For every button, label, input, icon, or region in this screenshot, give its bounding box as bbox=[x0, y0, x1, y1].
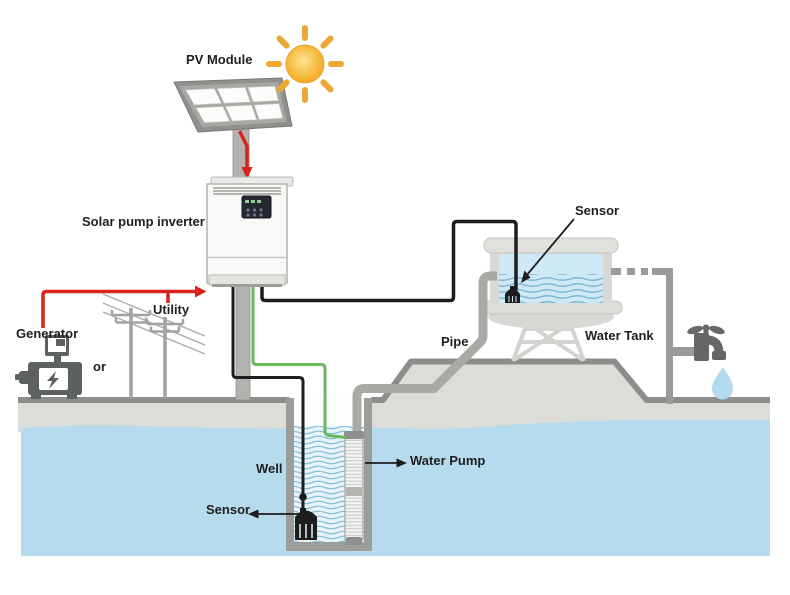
label-pv-module: PV Module bbox=[186, 52, 253, 67]
well-sensor-icon bbox=[295, 508, 317, 540]
label-inverter: Solar pump inverter bbox=[82, 214, 205, 229]
water-drop-icon bbox=[712, 367, 733, 400]
label-generator: Generator bbox=[16, 326, 79, 341]
label-well: Well bbox=[256, 461, 283, 476]
pipe-run bbox=[352, 271, 497, 442]
utility-poles-icon bbox=[102, 293, 206, 399]
inverter-display bbox=[241, 195, 272, 219]
pump-cable-green bbox=[251, 286, 347, 439]
faucet-icon bbox=[673, 324, 726, 361]
callout-arrows bbox=[248, 218, 575, 519]
power-cable-red bbox=[41, 130, 253, 328]
label-utility: Utility bbox=[153, 302, 190, 317]
pv-module-icon bbox=[173, 77, 293, 133]
label-pipe: Pipe bbox=[441, 334, 469, 349]
generator-icon bbox=[15, 335, 82, 399]
label-water-pump: Water Pump bbox=[410, 453, 486, 468]
tank-sensor-icon bbox=[505, 286, 520, 303]
mounting-pole-lower bbox=[235, 282, 251, 401]
dashed-pipe bbox=[611, 268, 673, 404]
label-sensor-well: Sensor bbox=[206, 502, 251, 517]
tank-tower bbox=[511, 322, 586, 362]
label-sensor-tank: Sensor bbox=[575, 203, 620, 218]
label-or: or bbox=[93, 359, 106, 374]
groundwater bbox=[21, 419, 770, 556]
label-water-tank: Water Tank bbox=[585, 328, 654, 343]
tank-sensor-cable bbox=[260, 219, 518, 303]
terrain bbox=[18, 358, 770, 556]
inverter-unit bbox=[206, 176, 294, 287]
sun-icon bbox=[266, 25, 344, 103]
well-sensor-cable bbox=[231, 286, 307, 512]
water-tank-icon bbox=[479, 237, 623, 329]
water-pump-icon bbox=[344, 431, 364, 545]
